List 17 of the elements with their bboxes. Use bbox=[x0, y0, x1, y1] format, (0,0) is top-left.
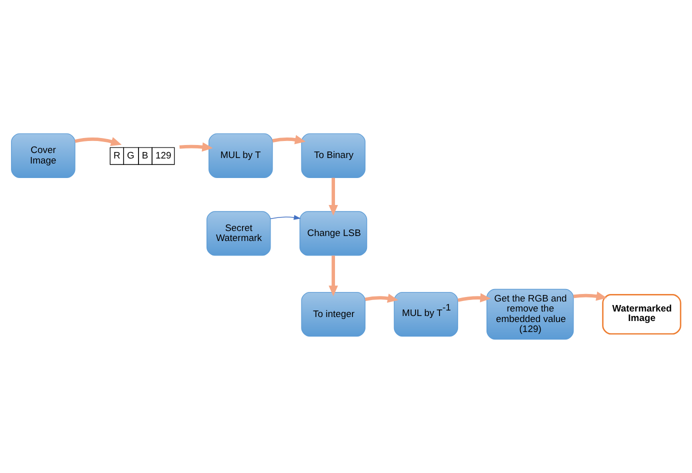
arrow bbox=[270, 215, 301, 220]
arrow bbox=[573, 292, 607, 301]
arrow bbox=[458, 293, 491, 302]
arrow bbox=[328, 256, 338, 296]
node-box: To Binary bbox=[301, 133, 366, 178]
arrow bbox=[74, 137, 122, 146]
node-box: Change LSB bbox=[300, 211, 368, 256]
node-box: Watermarked Image bbox=[602, 294, 682, 335]
arrow bbox=[179, 142, 213, 152]
node-box: Cover Image bbox=[11, 133, 76, 178]
arrow bbox=[328, 178, 338, 216]
node-box: Secret Watermark bbox=[206, 211, 271, 256]
node-box: Get the RGB and remove the embedded value (129) bbox=[486, 288, 574, 340]
node-box: MUL by T bbox=[208, 133, 273, 178]
arrow bbox=[364, 294, 398, 303]
node-box: To integer bbox=[301, 292, 366, 337]
arrow bbox=[272, 135, 306, 144]
